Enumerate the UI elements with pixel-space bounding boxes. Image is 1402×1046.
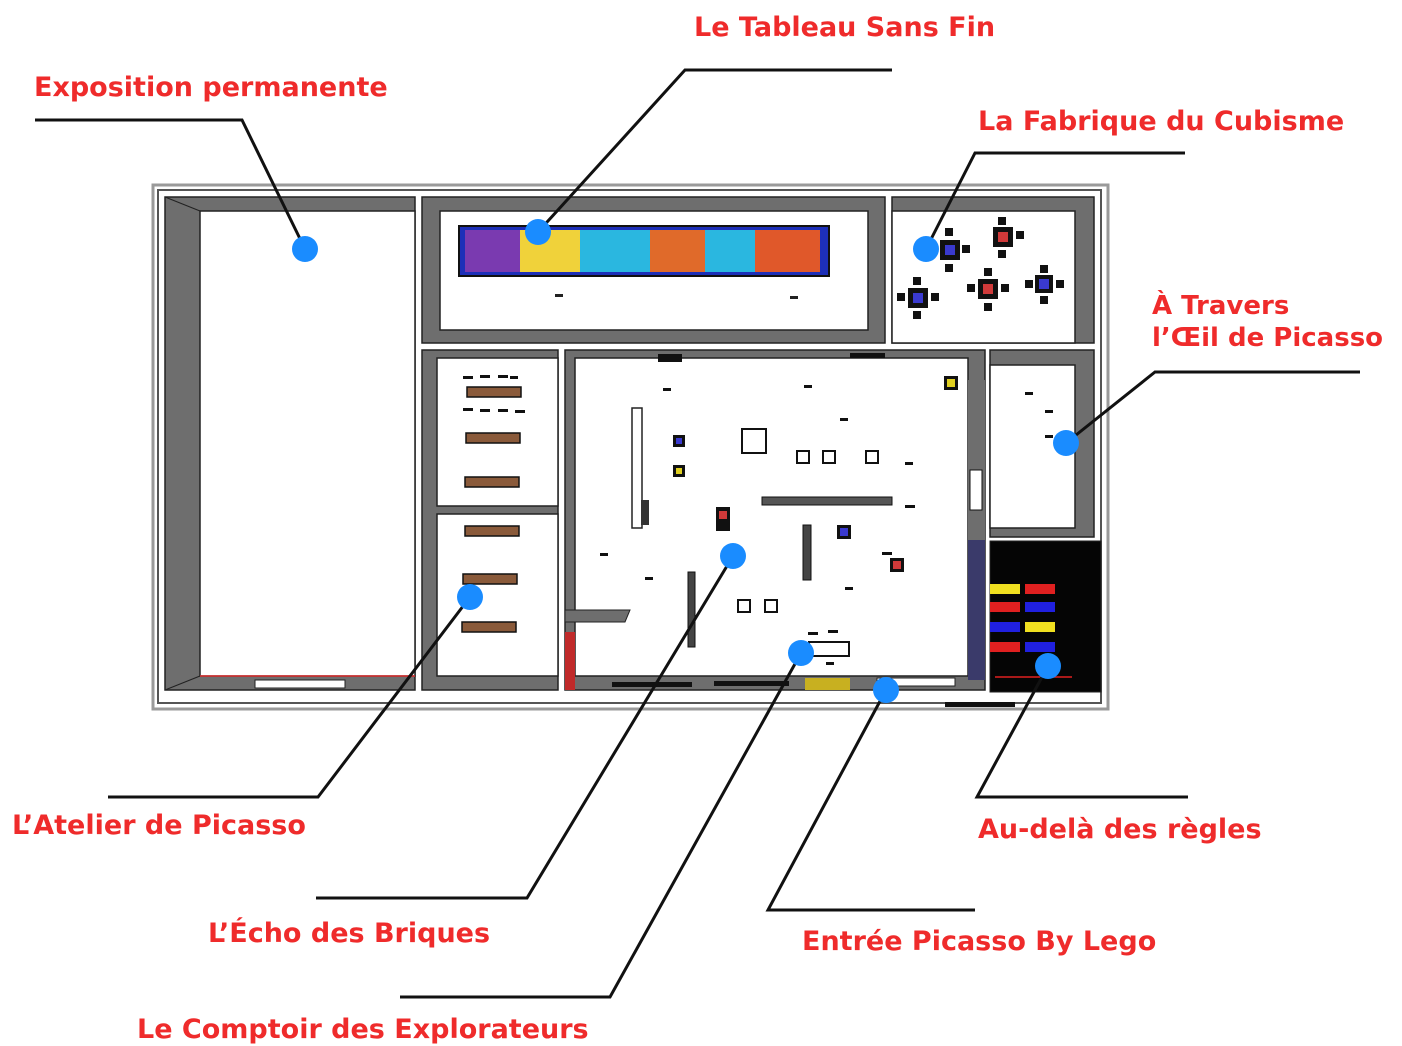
room-echo-briques (564, 349, 986, 691)
marker-au-dela-regles[interactable] (1035, 653, 1061, 679)
room-exposition-permanente (164, 196, 416, 691)
marker-atelier-picasso[interactable] (457, 584, 483, 610)
room-atelier-picasso (421, 349, 559, 691)
marker-comptoir-explorateurs[interactable] (788, 640, 814, 666)
room-fabrique-cubisme (891, 196, 1095, 344)
marker-tableau-sans-fin[interactable] (525, 219, 551, 245)
leader-entree-picasso (765, 689, 975, 912)
leader-fabrique-cubisme (924, 151, 1185, 250)
marker-echo-briques[interactable] (720, 543, 746, 569)
label-entree-picasso: Entrée Picasso By Lego (802, 926, 1157, 957)
leader-echo-briques (316, 555, 735, 900)
label-a-travers-oeil: À Travers l’Œil de Picasso (1152, 291, 1384, 353)
label-fabrique-cubisme: La Fabrique du Cubisme (978, 106, 1345, 137)
leader-au-dela-regles (974, 665, 1188, 799)
label-tableau-sans-fin: Le Tableau Sans Fin (694, 12, 996, 43)
leader-exposition-permanente (35, 118, 307, 250)
room-tableau-sans-fin (421, 196, 886, 344)
label-exposition-permanente: Exposition permanente (34, 72, 388, 103)
marker-fabrique-cubisme[interactable] (913, 236, 939, 262)
marker-a-travers-oeil[interactable] (1053, 430, 1079, 456)
leader-lines (35, 68, 1360, 999)
location-markers (292, 219, 1079, 703)
marker-exposition-permanente[interactable] (292, 236, 318, 262)
leader-tableau-sans-fin (536, 68, 892, 234)
marker-entree-picasso[interactable] (873, 677, 899, 703)
label-echo-briques: L’Écho des Briques (208, 918, 491, 949)
leader-atelier-picasso (108, 596, 472, 799)
label-comptoir-explorateurs: Le Comptoir des Explorateurs (137, 1014, 589, 1045)
label-atelier-picasso: L’Atelier de Picasso (12, 810, 306, 841)
label-au-dela-regles: Au-delà des règles (978, 814, 1262, 845)
leader-a-travers-oeil (1065, 370, 1360, 445)
room-a-travers-oeil (989, 349, 1095, 538)
leader-comptoir-explorateurs (400, 652, 803, 999)
